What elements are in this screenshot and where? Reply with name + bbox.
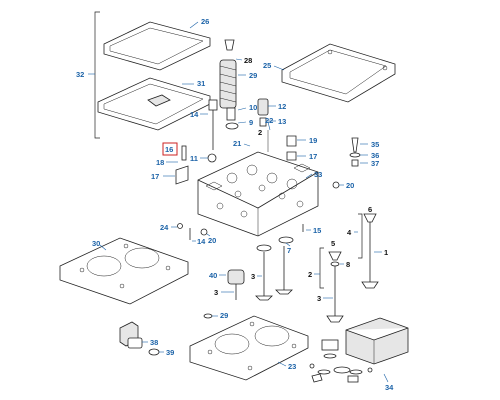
valve-3-right: [326, 266, 344, 323]
part-12: [257, 98, 269, 116]
callout-29-lower: 29: [220, 311, 228, 320]
callout-12: 12: [278, 102, 286, 111]
part-17-right: [286, 151, 297, 161]
plug-20-lower: [200, 228, 208, 236]
callout-5: 5: [331, 239, 335, 248]
callout-15: 15: [313, 226, 321, 235]
callout-17-left: 17: [151, 172, 159, 181]
sensor-38: [119, 321, 143, 349]
callout-38: 38: [150, 338, 158, 347]
callout-21: 21: [233, 139, 241, 148]
callout-6: 6: [368, 205, 372, 214]
callout-16: 16: [165, 145, 173, 154]
callout-20-lower: 20: [208, 236, 216, 245]
callout-14-lower: 14: [197, 237, 206, 246]
valve-spring-29: [219, 59, 237, 109]
callout-33: 33: [314, 170, 322, 179]
callout-40: 40: [209, 271, 217, 280]
callout-28: 28: [244, 56, 252, 65]
callout-17-right: 17: [309, 152, 317, 161]
valve-1: [361, 222, 379, 289]
callout-36: 36: [371, 151, 379, 160]
callout-18: 18: [156, 158, 164, 167]
callout-29: 29: [249, 71, 257, 80]
part-13: [259, 117, 267, 127]
callout-1: 1: [384, 248, 388, 257]
part-19: [286, 135, 297, 147]
callout-30: 30: [92, 239, 100, 248]
callout-3-center: 3: [251, 272, 255, 281]
callout-9: 9: [249, 118, 253, 127]
gasket-25: [281, 43, 396, 103]
callout-14: 14: [190, 110, 199, 119]
part-36: [349, 152, 361, 158]
callout-31: 31: [197, 79, 205, 88]
head-gasket-30: [59, 237, 189, 305]
callout-24: 24: [160, 223, 169, 232]
seal-7-right: [278, 236, 294, 244]
keeper-5: [328, 251, 342, 261]
ring-39: [148, 348, 160, 356]
rocker-17-left: [175, 165, 189, 185]
callout-3-right: 3: [317, 294, 321, 303]
seal-7-left: [256, 244, 272, 252]
callout-10: 10: [249, 103, 257, 112]
callout-23: 23: [288, 362, 296, 371]
gasket-kit-34: [309, 317, 409, 383]
callout-20-right: 20: [346, 181, 354, 190]
callout-32: 32: [76, 70, 84, 79]
part-35: [351, 137, 359, 153]
callout-35: 35: [371, 140, 379, 149]
callout-13: 13: [278, 117, 286, 126]
part-24: [177, 223, 183, 229]
ring-29: [203, 313, 213, 319]
callout-19: 19: [309, 136, 317, 145]
callout-4: 4: [347, 228, 352, 237]
callout-25: 25: [263, 61, 271, 70]
valve-cover-gasket-lower: [97, 77, 211, 131]
callout-34: 34: [385, 383, 394, 392]
part-40: [227, 269, 245, 300]
highlight-box-16: [162, 142, 178, 156]
seal-8: [330, 261, 340, 267]
valve-cover-gasket-top: [103, 21, 211, 71]
part-16: [181, 145, 187, 161]
part-9: [225, 122, 239, 130]
head-gasket-23: [189, 315, 309, 381]
callout-22: 22: [265, 116, 273, 125]
head-bolt-14: [208, 99, 218, 150]
keeper-6: [363, 213, 377, 223]
plug-20-right: [332, 181, 340, 189]
part-28: [224, 39, 235, 51]
callout-26: 26: [201, 17, 209, 26]
callout-37: 37: [371, 159, 379, 168]
callout-7: 7: [287, 246, 291, 255]
callout-2: 2: [258, 128, 262, 137]
group-bracket-32: [94, 11, 100, 139]
callout-3-lower: 3: [214, 288, 218, 297]
callout-2-left: 2: [308, 270, 312, 279]
part-11: [207, 153, 217, 163]
part-37: [351, 159, 359, 167]
part-10: [226, 107, 236, 121]
cylinder-head: [197, 151, 319, 237]
callout-8: 8: [346, 260, 350, 269]
callout-39: 39: [166, 348, 174, 357]
valves-3-center: [255, 246, 293, 301]
callout-11: 11: [190, 154, 198, 163]
